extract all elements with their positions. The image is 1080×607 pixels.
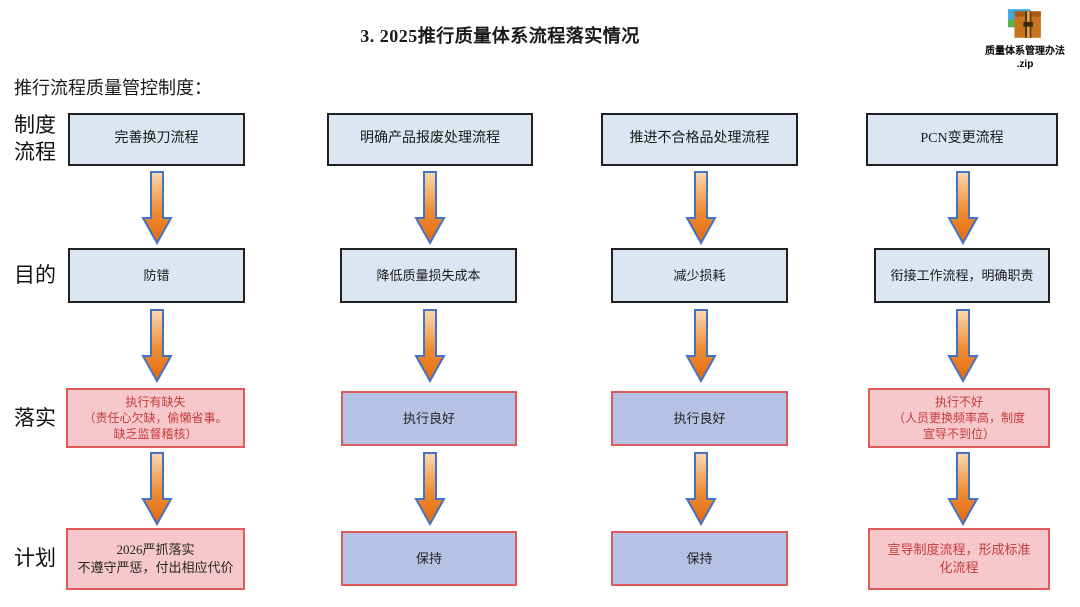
- attachment-extension: .zip: [1016, 59, 1034, 70]
- row-label-purpose: 目的: [14, 263, 56, 287]
- purpose-box-col2: 降低质量损失成本: [340, 248, 517, 303]
- down-arrow-icon: [141, 309, 173, 383]
- down-arrow-icon: [141, 452, 173, 526]
- process-box-col1: 完善换刀流程: [68, 113, 245, 166]
- plan-box-col1: 2026严抓落实 不遵守严惩，付出相应代价: [66, 528, 245, 590]
- zip-archive-icon: [1007, 8, 1043, 45]
- implementation-box-col1: 执行有缺失 （责任心欠缺，偷懒省事。 缺乏监督稽核）: [66, 388, 245, 448]
- implementation-box-col2: 执行良好: [341, 391, 517, 446]
- process-box-col3: 推进不合格品处理流程: [601, 113, 798, 166]
- implementation-box-col4: 执行不好 （人员更换频率高，制度 宣导不到位）: [868, 388, 1050, 448]
- page-title: 3. 2025推行质量体系流程落实情况: [360, 26, 640, 46]
- plan-box-col4: 宣导制度流程，形成标准 化流程: [868, 528, 1050, 590]
- purpose-box-col1: 防错: [68, 248, 245, 303]
- down-arrow-icon: [141, 171, 173, 245]
- plan-box-col2: 保持: [341, 531, 517, 586]
- zip-attachment[interactable]: 质量体系管理办法 .zip: [982, 8, 1068, 71]
- row-label-plan: 计划: [14, 546, 56, 570]
- down-arrow-icon: [947, 171, 979, 245]
- implementation-box-col3: 执行良好: [611, 391, 788, 446]
- attachment-filename: 质量体系管理办法: [985, 46, 1065, 57]
- row-label-process: 制度 流程: [14, 113, 56, 164]
- plan-box-col3: 保持: [611, 531, 788, 586]
- down-arrow-icon: [947, 452, 979, 526]
- row-label-implementation: 落实: [14, 406, 56, 430]
- down-arrow-icon: [685, 171, 717, 245]
- down-arrow-icon: [414, 452, 446, 526]
- down-arrow-icon: [947, 309, 979, 383]
- down-arrow-icon: [414, 309, 446, 383]
- down-arrow-icon: [414, 171, 446, 245]
- down-arrow-icon: [685, 309, 717, 383]
- process-box-col4: PCN变更流程: [866, 113, 1058, 166]
- purpose-box-col4: 衔接工作流程，明确职责: [874, 248, 1050, 303]
- process-box-col2: 明确产品报废处理流程: [327, 113, 533, 166]
- purpose-box-col3: 减少损耗: [611, 248, 788, 303]
- section-heading: 推行流程质量管控制度：: [14, 78, 212, 98]
- down-arrow-icon: [685, 452, 717, 526]
